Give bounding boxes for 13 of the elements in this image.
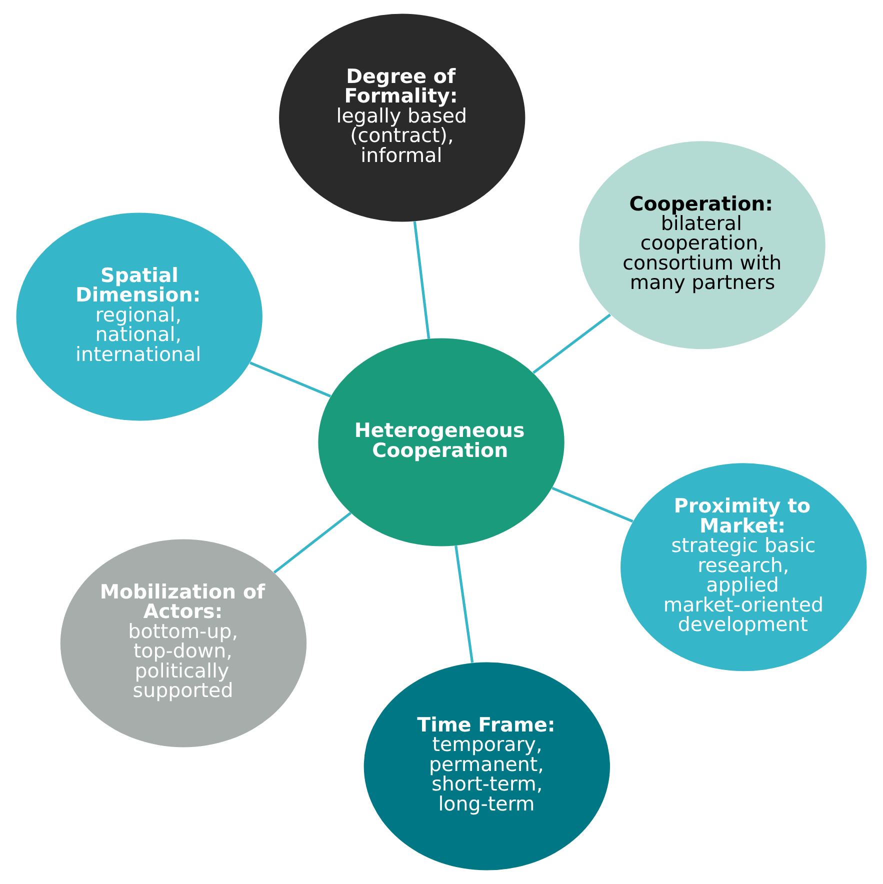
node-ellipse: Heterogeneous Cooperation [318, 338, 564, 546]
connector [454, 546, 474, 663]
connector [532, 314, 612, 374]
node-ellipse: Cooperation: bilateral cooperation, consortium with many partners [579, 141, 826, 350]
node-ellipse: Spatial Dimension: regional, national, international [16, 212, 262, 421]
connector [552, 486, 634, 523]
node-ellipse: Degree of Formality: legally based (contract), informal [279, 14, 526, 222]
node-ellipse: Mobilization of Actors: bottom-up, top-down, politically supported [60, 539, 307, 748]
connector [273, 512, 352, 574]
node-ellipse: Proximity to Market: strategic basic research, applied market-oriented development [620, 463, 867, 672]
node-ellipse: Time Frame: temporary, permanent, short-term, long-term [364, 662, 610, 870]
connector [250, 362, 332, 398]
connector [413, 221, 430, 339]
